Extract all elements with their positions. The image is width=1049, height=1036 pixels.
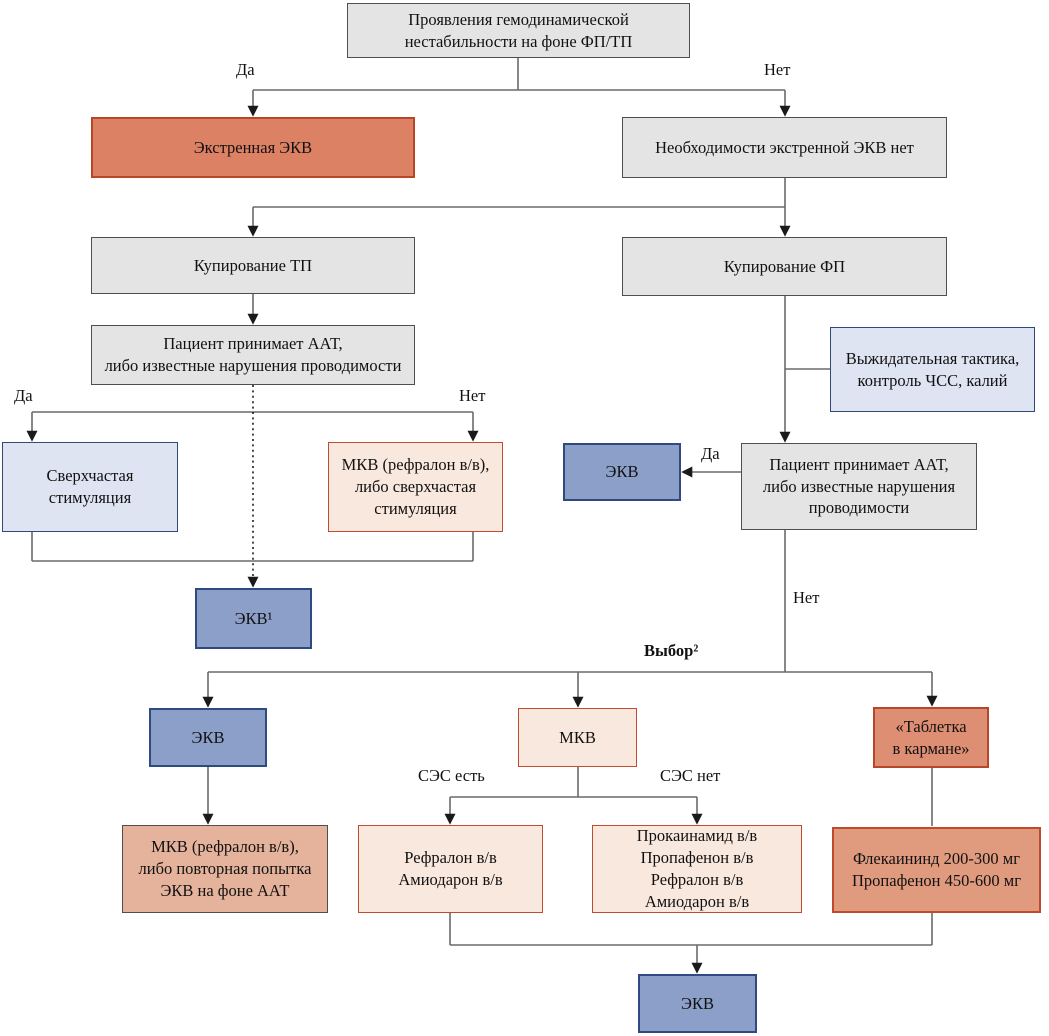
edge-label-net-top: Нет [764,60,791,79]
edge-label-vybor: Выбор² [644,641,699,660]
node-aat-left: Пациент принимает ААТ, либо известные на… [91,325,415,385]
node-pill-in-pocket: «Таблетка в кармане» [873,707,989,768]
node-refralon-amiodarone: Рефралон в/в Амиодарон в/в [358,825,543,913]
node-ecv-choice: ЭКВ [149,708,267,767]
node-procainamide-list: Прокаинамид в/в Пропафенон в/в Рефралон … [592,825,802,913]
edge-label-net-right: Нет [793,588,820,607]
edge-label-ses-no: СЭС нет [660,766,721,785]
node-ecv-final: ЭКВ [638,974,757,1033]
node-wait-tactic: Выжидательная тактика, контроль ЧСС, кал… [830,327,1035,412]
edge-label-net-left: Нет [459,386,486,405]
node-mkv-repeat-ecv: МКВ (рефралон в/в), либо повторная попыт… [122,825,328,913]
node-mkv-or-overdrive: МКВ (рефралон в/в), либо сверхчастая сти… [328,442,503,532]
edge-label-da-top: Да [236,60,255,79]
node-overdrive-pacing: Сверхчастая стимуляция [2,442,178,532]
edge-label-da-right: Да [701,444,720,463]
node-ecv-right: ЭКВ [563,443,681,501]
node-ecv-1: ЭКВ¹ [195,588,312,649]
edge-label-ses-yes: СЭС есть [418,766,485,785]
node-aat-right: Пациент принимает ААТ, либо известные на… [741,443,977,530]
node-urgent-ecv: Экстренная ЭКВ [91,117,415,178]
node-start: Проявления гемодинамической нестабильнос… [347,3,690,58]
node-flecainide-propafenone: Флекаининд 200-300 мг Пропафенон 450-600… [832,827,1041,913]
node-no-urgent-ecv: Необходимости экстренной ЭКВ нет [622,117,947,178]
node-stop-fp: Купирование ФП [622,237,947,296]
node-mkv-choice: МКВ [518,708,637,767]
node-stop-tp: Купирование ТП [91,237,415,294]
edge-label-da-left: Да [14,386,33,405]
